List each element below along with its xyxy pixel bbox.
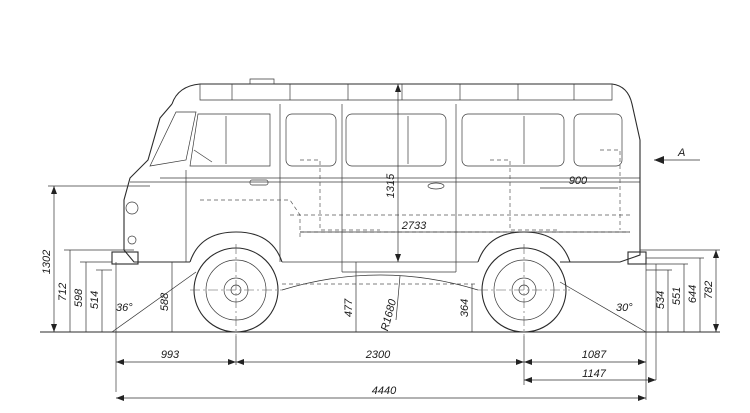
approach-angle: 36° [116,302,133,314]
dim-1302: 1302 [41,250,53,274]
dim-782: 782 [703,281,715,299]
view-arrow-icon [654,156,664,164]
dim-534: 534 [655,291,667,309]
dim-514: 514 [89,291,101,309]
dim-364: 364 [459,299,471,317]
front-wheel [190,244,282,336]
dim-588: 588 [159,292,171,311]
dim-2733: 2733 [401,220,427,232]
dim-4440: 4440 [372,385,397,397]
dim-2300: 2300 [365,349,391,361]
dim-598: 598 [73,288,85,307]
dimension-lines [53,84,717,399]
dim-993: 993 [161,349,180,361]
view-marker: A [677,147,685,159]
rear-wheel [478,244,570,336]
departure-angle: 30° [616,302,633,314]
dim-1087: 1087 [582,349,607,361]
dim-1315: 1315 [385,173,397,198]
dim-551: 551 [671,287,683,305]
dimension-arrows [51,84,719,401]
dim-1147: 1147 [582,368,607,380]
van-body [111,78,647,285]
dim-477: 477 [343,298,355,317]
dim-644: 644 [687,285,699,303]
dim-712: 712 [57,283,69,301]
dim-900: 900 [569,175,588,187]
extension-lines [48,185,720,400]
